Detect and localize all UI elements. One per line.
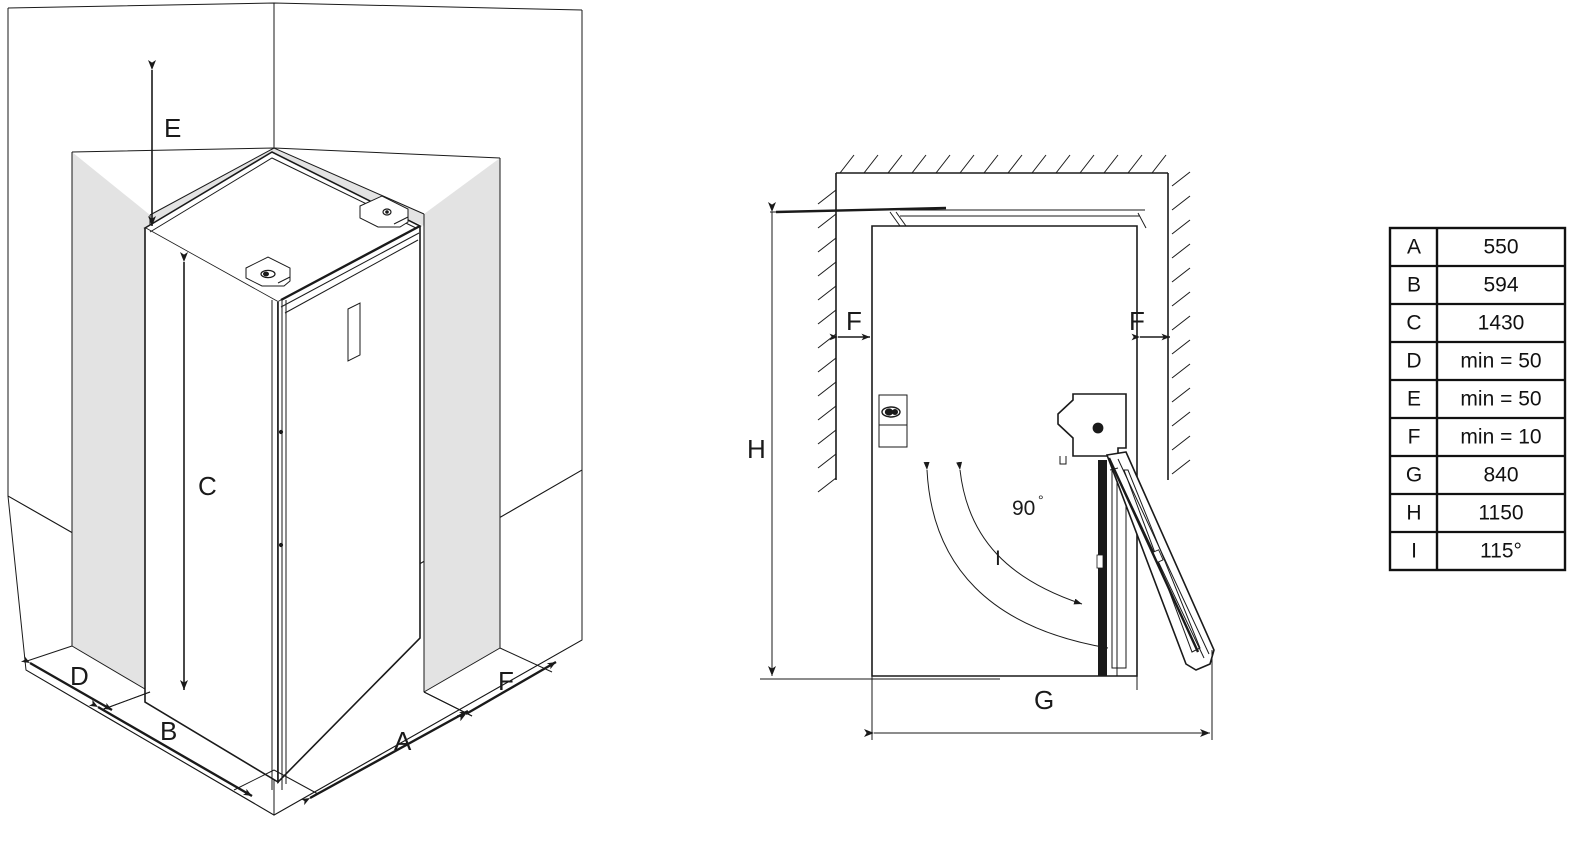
door-open-position [1105,451,1215,671]
table-cell-key: E [1407,388,1421,411]
table-cell-value: min = 50 [1460,350,1541,373]
dimension-label-F-left: F [846,306,862,336]
door-swing-arc-I: I [923,461,1109,650]
dimension-A-group: A [273,691,473,806]
dimension-label-E: E [164,113,181,143]
dimension-E-group: E [148,60,181,226]
dimension-label-B: B [160,716,177,746]
table-cell-key: H [1406,502,1421,525]
dimension-B-group: B [88,691,275,798]
dimension-F-right-group: F [1129,306,1170,341]
angle-90-label: 90 [1012,497,1035,520]
isometric-view-group: E C D B [7,2,583,816]
dimension-label-F-iso: F [498,666,514,696]
hinge-pin-dot [1092,422,1104,434]
table-row: A 550 [1407,236,1519,259]
table-cell-value: min = 50 [1460,388,1541,411]
hinge-block-plan [1057,393,1127,465]
table-cell-key: A [1407,236,1421,259]
table-row: C 1430 [1406,312,1524,335]
door-handle-recess [347,302,361,362]
wall-hatching-left [817,189,837,493]
dimension-F-iso-group: F [423,647,557,722]
table-cell-value: 1430 [1478,312,1525,335]
top-view-group: 90 ° I H F F [747,154,1215,740]
wall-hatching-right [1171,171,1191,475]
appliance-cabinet-isometric [143,151,422,790]
dimension-label-F-right: F [1129,306,1145,336]
dimension-F-left-group: F [829,306,870,341]
screw-dot [278,542,284,548]
table-cell-key: B [1407,274,1421,297]
table-cell-value: 594 [1483,274,1518,297]
table-cell-value: 840 [1483,464,1518,487]
table-row: H 1150 [1406,502,1523,525]
table-row: G 840 [1406,464,1519,487]
dimension-label-D: D [70,661,89,691]
hinge-bracket-rear-icon [359,195,409,228]
hinge-bracket-front-icon [245,256,291,287]
table-row: I 115° [1411,540,1522,563]
dimension-label-H: H [747,434,766,464]
table-row: D min = 50 [1406,350,1541,373]
table-cell-value: 115° [1480,540,1522,563]
wall-hatching-top [839,154,1167,174]
table-cell-key: C [1406,312,1421,335]
table-row: E min = 50 [1407,388,1542,411]
dimension-H-group: H [747,202,1000,680]
niche-wall-shading [72,148,500,692]
table-row: B 594 [1407,274,1519,297]
dimension-C-group: C [180,252,217,690]
table-cell-key: F [1408,426,1421,449]
dimension-label-I: I [995,547,1001,570]
screw-dot [278,429,284,435]
rear-trim-strip [775,206,1147,229]
niche-recess-outline [835,172,1169,480]
table-cell-key: D [1406,350,1421,373]
table-cell-key: I [1411,540,1417,563]
dimension-table: A 550 B 594 C 1430 D min = 50 E min = 50 [1388,226,1567,572]
table-cell-value: 550 [1483,236,1518,259]
dimension-label-C: C [198,471,217,501]
degree-symbol: ° [1038,492,1044,508]
dimension-label-G: G [1034,685,1054,715]
dimension-label-A: A [394,726,412,756]
table-cell-value: min = 10 [1460,426,1541,449]
table-cell-key: G [1406,464,1422,487]
table-row: F min = 10 [1408,426,1542,449]
table-cell-value: 1150 [1478,502,1523,525]
control-panel-block [878,394,908,448]
dimension-G-group: G [864,650,1213,740]
